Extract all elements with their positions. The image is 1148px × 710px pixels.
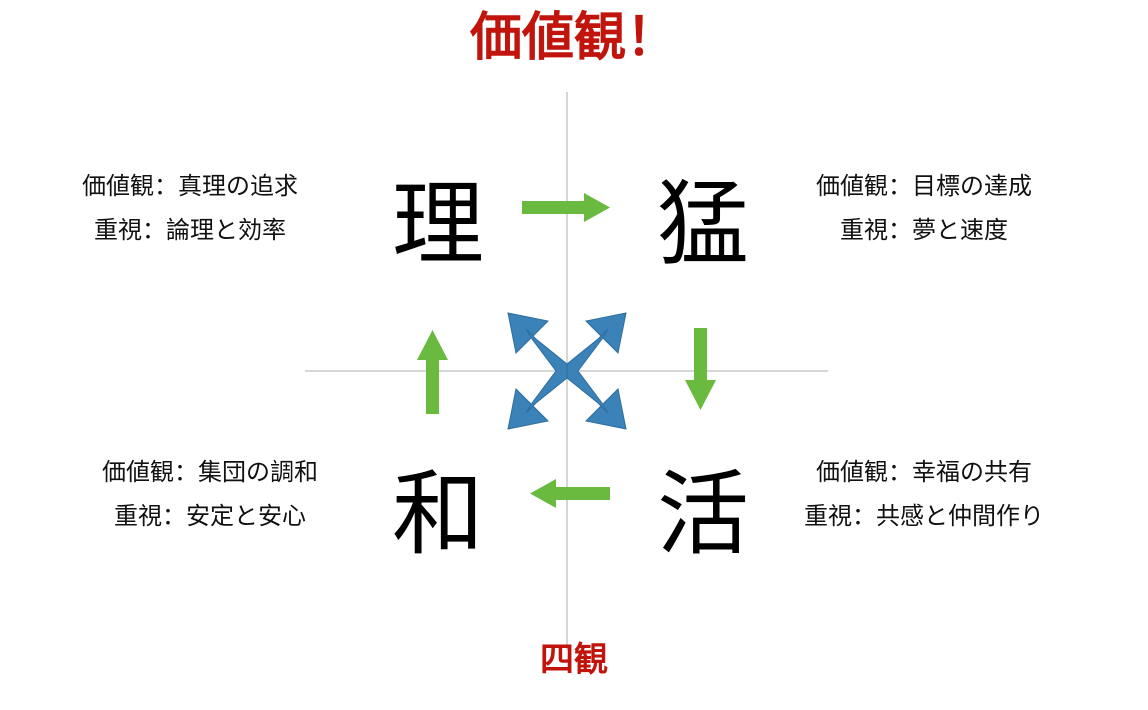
kanji-top-right: 猛 [656, 171, 749, 278]
description-top-left: 価値観：真理の追求 重視：論理と効率 [30, 164, 350, 252]
arrow-left-icon [530, 479, 610, 508]
kanji-top-left: 理 [391, 171, 484, 278]
focus-line: 重視：共感と仲間作り [804, 502, 1044, 530]
description-bottom-left: 価値観：集団の調和 重視：安定と安心 [50, 450, 370, 538]
slide-footer: 四観 [540, 640, 608, 680]
four-way-diagonal-arrow-icon [507, 312, 627, 430]
value-line: 価値観：集団の調和 [102, 458, 318, 486]
focus-line: 重視：安定と安心 [114, 502, 306, 530]
description-bottom-right: 価値観：幸福の共有 重視：共感と仲間作り [764, 450, 1084, 538]
focus-line: 重視：論理と効率 [94, 216, 286, 244]
value-line: 価値観：目標の達成 [816, 172, 1032, 200]
arrow-up-icon [417, 330, 448, 414]
focus-line: 重視：夢と速度 [840, 216, 1008, 244]
kanji-bottom-right: 活 [656, 461, 749, 568]
arrow-right-icon [522, 193, 610, 222]
value-line: 価値観：真理の追求 [82, 172, 298, 200]
description-top-right: 価値観：目標の達成 重視：夢と速度 [764, 164, 1084, 252]
value-line: 価値観：幸福の共有 [816, 458, 1032, 486]
arrow-down-icon [685, 328, 716, 410]
kanji-bottom-left: 和 [391, 461, 484, 568]
slide-title: 価値観！ [469, 7, 678, 68]
